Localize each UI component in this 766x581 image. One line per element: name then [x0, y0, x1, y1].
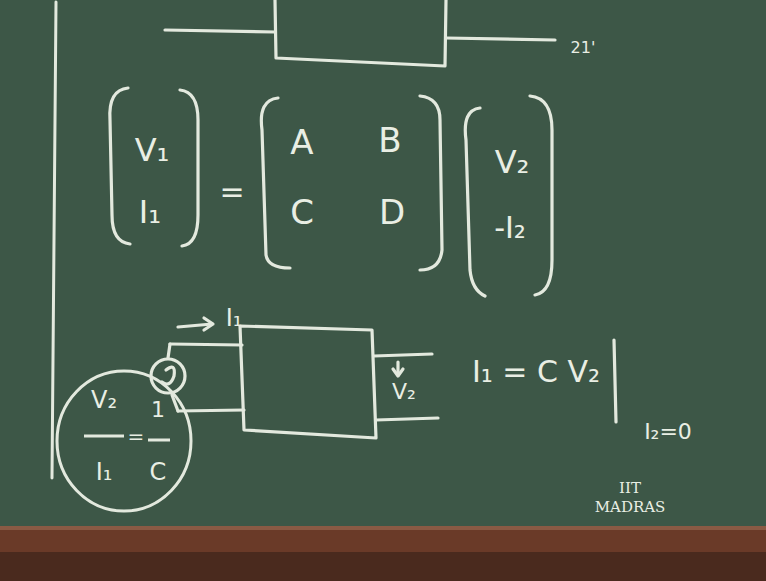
matrix-entry: C [290, 195, 314, 229]
port-voltage: V₁ [135, 134, 170, 166]
fraction-bar [84, 435, 124, 438]
condition: I₂=0 [644, 421, 692, 443]
equation: I₁ = C V₂ [472, 357, 600, 387]
port-current: -I₂ [494, 213, 526, 243]
chalk-ellipse [54, 368, 194, 514]
formula-part: I₁ [96, 460, 113, 484]
port-current: I₁ [139, 196, 161, 228]
circled-result: V₂ I₁ = 1C [54, 368, 194, 514]
formula-part: = [128, 426, 145, 446]
matrix-entry: D [379, 195, 405, 229]
matrix-entry: A [290, 125, 313, 159]
fraction-bar [148, 439, 170, 442]
port-voltage: V₂ [495, 146, 530, 178]
formula-part: 1 [151, 399, 165, 421]
matrix-entry: B [378, 123, 401, 157]
terminal-label: 21' [571, 40, 596, 56]
formula-part: C [150, 460, 167, 484]
current-label: I₁ [226, 306, 243, 330]
ellipse-outline [57, 371, 191, 511]
equals-sign: = [219, 177, 244, 207]
watermark: MADRAS [595, 500, 666, 515]
formula-part: V₂ [91, 388, 117, 412]
watermark: IIT [619, 481, 641, 496]
voltage-label: V₂ [392, 381, 416, 403]
